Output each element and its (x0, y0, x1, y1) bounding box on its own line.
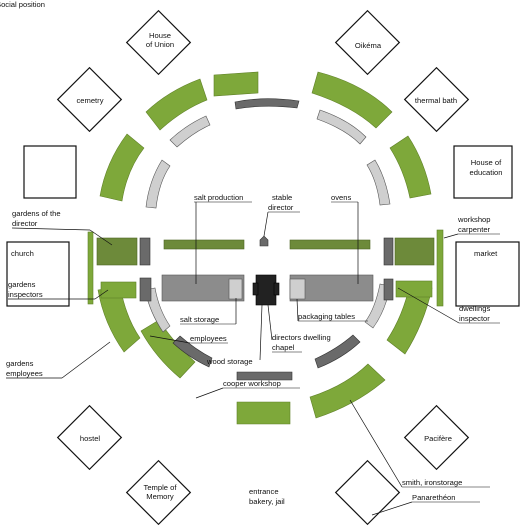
market-building: market (455, 241, 520, 307)
wood-storage-label: wood storage (206, 357, 253, 366)
gardens-inspectors-block (100, 281, 137, 299)
dwellings-inspector-block (395, 280, 433, 298)
house-of-union-label-2: of Union (146, 40, 174, 49)
workshop-carpenter-label: workshop (457, 215, 491, 224)
church-building: church (6, 241, 70, 307)
blank-building-left (23, 145, 77, 199)
market-label: market (474, 249, 498, 258)
gardens-director-label-2: director (12, 219, 38, 228)
house-of-union-building: House of Union (125, 9, 192, 76)
dwellings-inspector-label-2: inspector (459, 314, 490, 323)
stable-director-label: stable (272, 193, 292, 202)
inner-segment-right-upper (366, 159, 391, 206)
inner-segment-top (234, 98, 300, 110)
perimeter-buildings: House of Union Oikéma cemetry thermal ba… (6, 9, 520, 526)
outer-segment-top-left (145, 78, 208, 131)
house-of-education-label-2: education (470, 168, 503, 177)
gardens-director-left-strip (87, 231, 94, 305)
panarethéon-building (334, 459, 401, 526)
directors-dwelling-chapel (255, 274, 277, 306)
gardens-employees-label: gardens (6, 359, 34, 368)
oikema-building: Oikéma (334, 9, 401, 76)
workshop-carpenter-block (394, 237, 435, 266)
oikema-label: Oikéma (355, 41, 382, 50)
inner-segment-top-left (169, 115, 211, 148)
ovens-label: ovens (331, 193, 351, 202)
gardens-inspectors-label-2: inspectors (8, 290, 43, 299)
outer-segment-right-lower (386, 283, 433, 355)
smith-ironstorage-label: smith, ironstorage (402, 478, 462, 487)
house-of-education-label: House of (471, 158, 502, 167)
outer-segment-bottom (236, 401, 291, 425)
directors-dwelling-label: directors dwelling (272, 333, 331, 342)
temple-of-memory-label-2: Memory (146, 492, 174, 501)
left-dark-block (139, 237, 151, 266)
outer-segment-top (213, 71, 259, 97)
salt-storage-block (228, 278, 243, 300)
outer-segment-left-upper (99, 133, 145, 202)
salt-production-bar (163, 239, 245, 250)
outer-segment-bottom-right (309, 363, 386, 419)
hostel-label: hostel (80, 434, 101, 443)
house-of-education-building: House of education (453, 145, 513, 199)
outer-segment-right-upper (389, 135, 432, 199)
outer-segment-left-lower (97, 285, 141, 353)
salt-production-label: salt production (194, 193, 243, 202)
temple-of-memory-label: Temple of (144, 483, 178, 492)
stable-director-building (259, 235, 269, 247)
header-fragment: Social position (0, 0, 45, 9)
workshop-carpenter-label-2: carpenter (458, 225, 491, 234)
church-label: church (11, 249, 34, 258)
annotations: gardens of the director gardens inspecto… (6, 193, 500, 516)
thermal-bath-label: thermal bath (415, 96, 457, 105)
gardens-employees-label-2: employees (6, 369, 43, 378)
hostel-building: hostel (56, 404, 123, 471)
chapel-front-right (273, 282, 280, 296)
outer-ring (97, 71, 433, 425)
panarethéon-label: Panarethéon (412, 493, 456, 502)
gardens-inspectors-label: gardens (8, 280, 36, 289)
pacifere-building: Pacifère (403, 404, 470, 471)
packaging-tables-label: packaging tables (298, 312, 355, 321)
cemetry-label: cemetry (76, 96, 103, 105)
inner-segment-bottom-left (172, 335, 213, 368)
temple-of-memory-building: Temple of Memory (125, 459, 192, 526)
gardens-director-block (96, 237, 138, 266)
stable-director-label-2: director (268, 203, 294, 212)
right-grey-small (383, 278, 394, 301)
cooper-workshop-label: cooper workshop (223, 379, 281, 388)
entrance-label: entrance (249, 487, 279, 496)
inner-segment-bottom-right (314, 334, 361, 369)
employees-label: employees (190, 334, 227, 343)
outer-segment-top-right (311, 71, 393, 129)
pacifere-label: Pacifère (424, 434, 452, 443)
chapel-front-left (252, 282, 259, 296)
dwellings-inspector-label: dwellings (459, 304, 490, 313)
inner-segment-left-upper (145, 159, 171, 209)
entrance-label-2: bakery, jail (249, 497, 285, 506)
left-grey-small (139, 277, 152, 302)
inner-segment-top-right (316, 109, 367, 145)
cemetry-building: cemetry (56, 66, 123, 133)
packaging-tables-block (289, 278, 306, 300)
directors-dwelling-label-2: chapel (272, 343, 295, 352)
inner-segment-bottom (236, 371, 293, 381)
inner-ring (144, 98, 391, 381)
ovens-bar (289, 239, 371, 250)
house-of-union-label: House (149, 31, 171, 40)
thermal-bath-building: thermal bath (403, 66, 470, 133)
workshop-carpenter-strip (436, 229, 444, 307)
gardens-director-label: gardens of the (12, 209, 61, 218)
side-buildings (87, 229, 444, 307)
right-dark-block (383, 237, 394, 266)
central-buildings (161, 235, 374, 306)
salt-storage-label: salt storage (180, 315, 219, 324)
